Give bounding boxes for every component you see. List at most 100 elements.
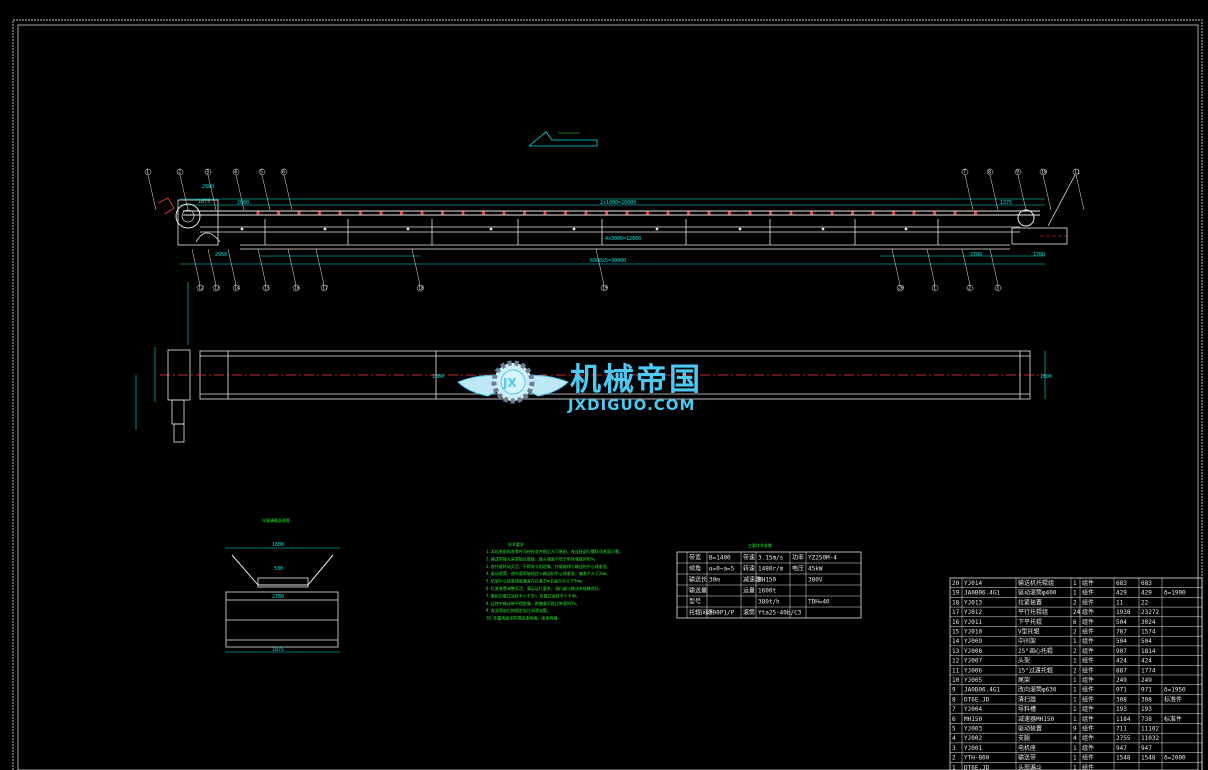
section-title: 托辊横截面视图: [262, 517, 290, 523]
parts-cell: YJ003: [964, 726, 982, 733]
spec-cell: 300P1/P: [709, 610, 735, 617]
carrying-idler: [645, 211, 650, 215]
carrying-idler: [604, 211, 609, 215]
parts-cell: 1: [1073, 764, 1077, 770]
part-balloon: [1072, 168, 1080, 176]
parts-cell: 输送机托辊组: [1018, 579, 1054, 587]
parts-cell: δ=2000: [1164, 755, 1186, 762]
spec-cell: 电压: [792, 565, 804, 573]
note-line: 10.外露表面涂防锈底漆两遍，面漆两遍。: [486, 615, 561, 621]
balloon-leader: [287, 248, 297, 286]
note-line: 6.拉紧装置调整灵活，满足运行要求，清扫器与输送带接触良好。: [486, 585, 603, 591]
parts-cell: 1574: [1141, 629, 1156, 636]
balloon-number: 1: [146, 170, 149, 176]
parts-cell: 711: [1116, 726, 1127, 733]
parts-cell: 429: [1141, 590, 1152, 597]
parts-cell: 清扫器: [1018, 695, 1036, 703]
parts-cell: 15: [952, 629, 960, 636]
parts-cell: 1: [1073, 696, 1077, 703]
parts-cell: 308: [1141, 696, 1152, 703]
part-balloon: [994, 284, 1002, 292]
part-balloon: [292, 284, 300, 292]
carrying-idler: [768, 211, 773, 215]
return-idler: [406, 227, 410, 231]
carrying-idler: [850, 211, 855, 215]
part-balloon: [212, 284, 220, 292]
conveyor-elevation-view: 2x1000=26000 6000x5=30000 4x3000=12000 2…: [144, 168, 1085, 292]
return-idler: [655, 227, 659, 231]
parts-cell: 11032: [1141, 735, 1159, 742]
parts-cell: 组件: [1082, 763, 1094, 770]
carrying-idler: [707, 211, 711, 215]
parts-cell: 9: [1073, 726, 1077, 733]
spec-cell: 托辊间距: [689, 609, 713, 617]
parts-cell: 改向滚筒φ630: [1018, 686, 1057, 694]
balloon-number: 10: [1041, 170, 1047, 176]
parts-cell: 1: [952, 764, 956, 770]
part-balloon: [204, 168, 212, 176]
carrying-idler: [481, 211, 486, 215]
parts-cell: 电机座: [1018, 744, 1036, 752]
parts-cell: 887: [1116, 667, 1127, 674]
return-idler: [904, 227, 908, 231]
part-balloon: [196, 284, 204, 292]
parts-cell: 中间架: [1018, 637, 1036, 645]
parts-cell: 组件: [1082, 666, 1094, 674]
parts-cell: 971: [1116, 687, 1127, 694]
carrying-idler: [932, 211, 937, 215]
section-dim-frame: 2780: [272, 594, 284, 600]
parts-cell: 1: [1073, 706, 1077, 713]
spec-title: 主要技术参数: [748, 542, 772, 548]
parts-cell: YJ008: [964, 648, 982, 655]
parts-cell: 19: [952, 590, 960, 597]
balloon-number: 11: [1074, 170, 1080, 176]
balloon-number: 3: [996, 286, 999, 292]
balloon-number: 2: [178, 170, 181, 176]
parts-cell: 拉紧装置: [1018, 598, 1042, 606]
balloon-number: 1: [933, 286, 936, 292]
balloon-leader: [926, 248, 936, 286]
note-line: 2.输送带接头采用硫化胶接，接头强度不低于带体强度的85%。: [486, 555, 598, 561]
balloon-number: 20: [898, 286, 904, 292]
dim-left-d: 2950: [215, 252, 227, 258]
parts-cell: 标准件: [1164, 695, 1182, 703]
carrying-idler: [297, 211, 301, 215]
return-idler: [821, 227, 825, 231]
balloon-number: 9: [1016, 170, 1019, 176]
section-dim-inner: 530: [274, 566, 283, 572]
balloon-number: 12: [198, 286, 204, 292]
parts-cell: 组件: [1082, 637, 1094, 645]
parts-cell: YJ002: [964, 735, 982, 742]
carrying-idler: [830, 211, 834, 215]
part-balloon: [931, 284, 939, 292]
parts-cell: YJ011: [964, 619, 982, 626]
dim-right-a: 1375: [1000, 200, 1012, 206]
part-balloon: [262, 284, 270, 292]
parts-cell: 组件: [1082, 676, 1094, 684]
parts-cell: 组件: [1082, 598, 1094, 606]
parts-cell: 2: [1073, 648, 1077, 655]
note-line: 3.各托辊转动灵活，不得有卡阻现象，托辊轴线与输送机中心线垂直。: [486, 563, 611, 569]
carrying-idler: [461, 211, 465, 215]
parts-cell: 9: [952, 687, 956, 694]
parts-cell: 组件: [1082, 725, 1094, 733]
carrying-idler: [420, 211, 424, 215]
spec-cell: 1480r/m: [758, 566, 784, 573]
parts-cell: DT6E.JD: [964, 696, 990, 703]
balloon-number: 15: [264, 286, 270, 292]
parts-cell: JA0B06.4G1: [964, 590, 1001, 597]
parts-cell: 2: [952, 755, 956, 762]
balloon-leader: [989, 174, 999, 211]
carrying-idler: [727, 211, 732, 215]
dim-side-width: 1000: [1040, 374, 1052, 380]
parts-cell: 1: [1073, 590, 1077, 597]
balloon-number: 5: [260, 170, 263, 176]
parts-cell: 组件: [1082, 695, 1094, 703]
parts-cell: 11: [952, 667, 960, 674]
parts-cell: 1: [1073, 580, 1077, 587]
carrying-idler: [686, 211, 691, 215]
parts-cell: 683: [1141, 580, 1152, 587]
balloon-leader: [227, 248, 237, 286]
parts-cell: 1814: [1141, 648, 1156, 655]
parts-cell: 组件: [1082, 715, 1094, 723]
